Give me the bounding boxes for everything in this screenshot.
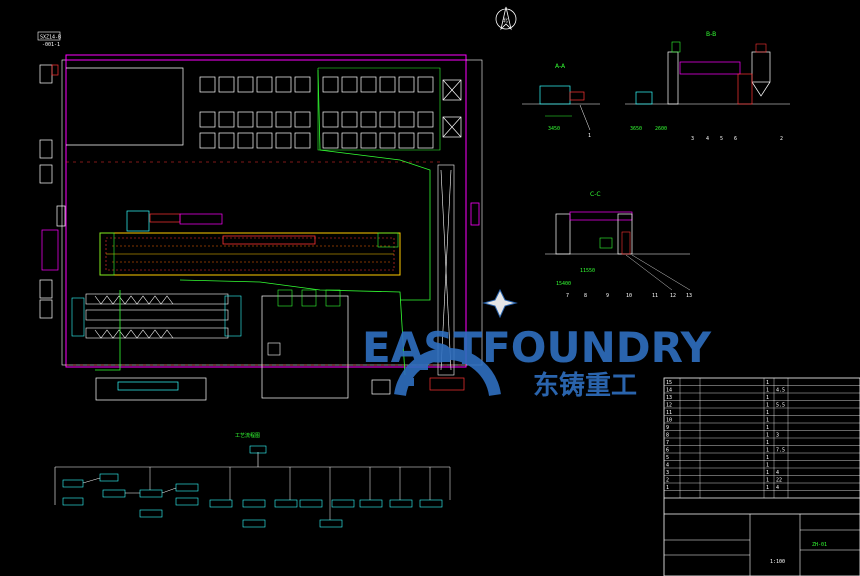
north-label: 北 (503, 17, 508, 24)
section-cc: C-C 11550 15400 7 8 9 10 11 12 13 (545, 191, 692, 299)
dim-cc-1: 11550 (580, 268, 595, 274)
callout-cc-13: 13 (686, 293, 692, 299)
parts-row-qty: 1 (766, 410, 769, 416)
section-aa-title: A-A (555, 63, 566, 70)
parts-row-no: 2 (666, 478, 669, 484)
parts-row-no: 13 (666, 395, 672, 401)
eastfoundry-watermark: EASTFOUNDRY 东铸重工 (362, 288, 712, 401)
dim-cc-2: 15400 (556, 281, 571, 287)
drawing-tag: SXZ14-B -001-1 (37, 31, 61, 48)
watermark-brand-en: EASTFOUNDRY (362, 323, 712, 372)
section-aa: A-A 3450 1 (522, 63, 600, 139)
parts-row-qty: 1 (766, 455, 769, 461)
parts-row-qty: 1 (766, 448, 769, 454)
side-door (470, 202, 480, 226)
drawing-tag-sub: -001-1 (42, 42, 60, 48)
parts-row-no: 15 (666, 380, 672, 386)
callout-aa-1: 1 (588, 133, 591, 139)
left-equipment (39, 64, 66, 319)
process-flow-chart: 工艺流程图 (54, 432, 451, 528)
parts-row-qty: 1 (766, 425, 769, 431)
dust-collector-boxes (442, 79, 462, 138)
flow-title: 工艺流程图 (235, 432, 260, 439)
parts-row-no: 9 (666, 425, 669, 431)
callout-bb-3: 3 (691, 136, 694, 142)
dim-bb-1: 3650 (630, 126, 642, 132)
drawing-number: ZH-01 (812, 542, 827, 548)
bottom-conveyor (95, 377, 465, 401)
parts-row-qty: 1 (766, 388, 769, 394)
parts-row-weight: 4.5 (776, 388, 785, 394)
drawing-scale: 1:100 (770, 559, 785, 565)
section-bb: B-B 3650 2600 3 4 5 6 2 (625, 31, 790, 142)
parts-row-no: 11 (666, 410, 672, 416)
dim-bb-2: 2600 (655, 126, 667, 132)
parts-row-qty: 1 (766, 485, 769, 491)
section-bb-title: B-B (706, 31, 716, 38)
callout-cc-11: 11 (652, 293, 658, 299)
parts-row-no: 5 (666, 455, 669, 461)
workshop-plan (61, 54, 483, 368)
parts-row-weight: 22 (776, 478, 782, 484)
parts-row-no: 6 (666, 448, 669, 454)
sand-conveyors (71, 293, 242, 339)
parts-row-no: 3 (666, 470, 669, 476)
callout-bb-5: 5 (720, 136, 723, 142)
parts-row-no: 12 (666, 403, 672, 409)
parts-row-qty: 1 (766, 433, 769, 439)
parts-row-no: 8 (666, 433, 669, 439)
parts-row-no: 7 (666, 440, 669, 446)
parts-row-no: 10 (666, 418, 672, 424)
gear-logo-icon (394, 288, 518, 397)
callout-bb-4: 4 (706, 136, 709, 142)
parts-row-no: 1 (666, 485, 669, 491)
parts-row-qty: 1 (766, 440, 769, 446)
parts-row-qty: 1 (766, 380, 769, 386)
vertical-conveyor (437, 164, 455, 376)
callout-cc-9: 9 (606, 293, 609, 299)
parts-row-qty: 1 (766, 470, 769, 476)
north-arrow-icon: 北 (495, 6, 517, 31)
parts-row-weight: 4 (776, 470, 779, 476)
parts-row-weight: 5.5 (776, 403, 785, 409)
parts-row-weight: 7.5 (776, 448, 785, 454)
parts-row-qty: 1 (766, 418, 769, 424)
parts-row-weight: 3 (776, 433, 779, 439)
dim-aa-1: 3450 (548, 126, 560, 132)
callout-cc-8: 8 (584, 293, 587, 299)
pouring-machine (126, 210, 223, 232)
molding-line (99, 232, 401, 276)
parts-row-no: 4 (666, 463, 669, 469)
section-cc-title: C-C (590, 191, 601, 198)
piping (95, 69, 431, 376)
parts-row-qty: 1 (766, 395, 769, 401)
callout-cc-10: 10 (626, 293, 632, 299)
callout-bb-6: 6 (734, 136, 737, 142)
watermark-brand-cn: 东铸重工 (533, 370, 637, 401)
parts-row-no: 14 (666, 388, 672, 394)
parts-row-qty: 1 (766, 403, 769, 409)
callout-cc-12: 12 (670, 293, 676, 299)
mold-box-grid (199, 76, 434, 149)
callout-cc-7: 7 (566, 293, 569, 299)
parts-row-qty: 1 (766, 478, 769, 484)
parts-row-qty: 1 (766, 463, 769, 469)
drawing-tag-title: SXZ14-B (40, 35, 61, 41)
callout-bb-2: 2 (780, 136, 783, 142)
parts-row-weight: 4 (776, 485, 779, 491)
machine-room (261, 289, 349, 399)
